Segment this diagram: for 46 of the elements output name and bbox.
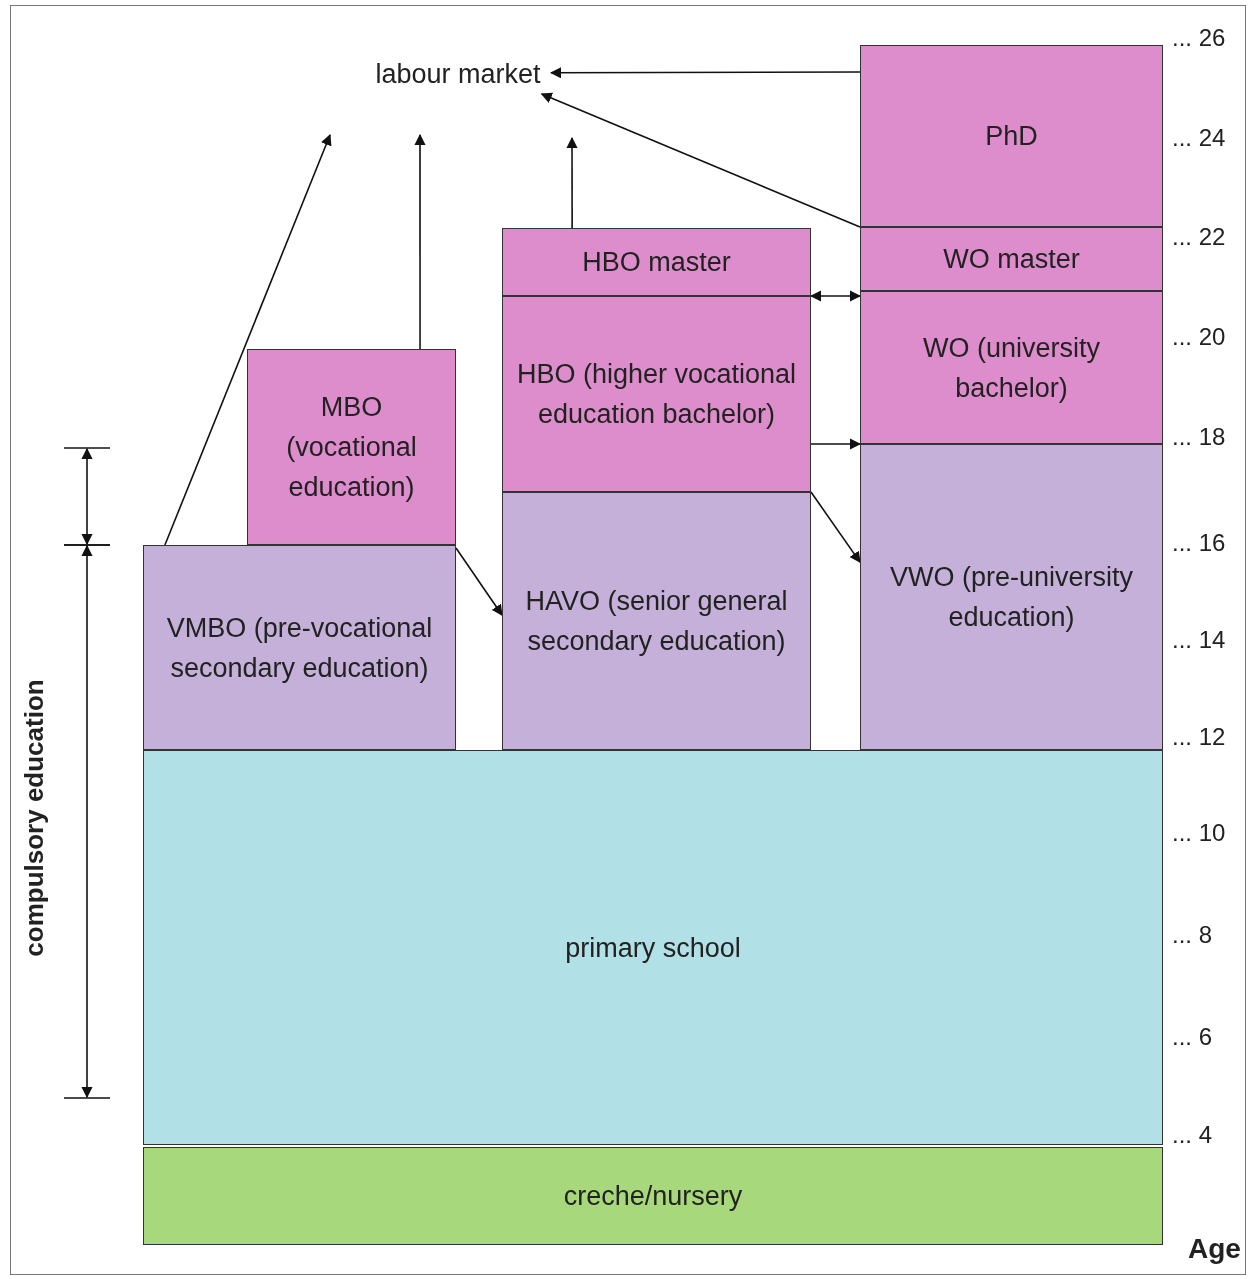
stage-label: WO (university bachelor) <box>922 331 1101 405</box>
education-stage-box <box>860 227 1163 291</box>
axis-label: compulsory education <box>18 678 50 959</box>
stage-label: VWO (pre-university education) <box>888 561 1134 634</box>
age-tick-label: ... 14 <box>1172 626 1226 654</box>
education-stage-box <box>860 444 1163 750</box>
stage-label: HBO (higher vocational education bachelor) <box>515 358 798 431</box>
age-tick-label: ... 24 <box>1172 124 1226 152</box>
age-tick-label: ... 22 <box>1172 223 1226 251</box>
age-tick-label: ... 18 <box>1172 423 1226 451</box>
education-stage-box <box>247 349 456 545</box>
age-tick-label: ... 12 <box>1172 723 1226 751</box>
education-stage-box <box>502 296 811 492</box>
arrow <box>540 92 861 228</box>
arrow <box>809 290 862 302</box>
arrow <box>455 547 503 616</box>
education-stage-box <box>860 291 1163 444</box>
arrow <box>810 491 861 564</box>
education-stage-box <box>143 545 456 750</box>
arrow <box>414 133 426 350</box>
age-tick-label: ... 26 <box>1172 24 1226 52</box>
age-tick-label: ... 16 <box>1172 529 1226 557</box>
stage-label: HBO master <box>581 246 732 279</box>
education-stage-box <box>502 228 811 296</box>
stage-label: PhD <box>984 120 1039 153</box>
age-tick-label: ... 6 <box>1172 1023 1213 1051</box>
stage-label: HAVO (senior general secondary education) <box>524 585 789 658</box>
age-tick-label: ... 4 <box>1172 1121 1213 1149</box>
age-tick-label: ... 10 <box>1172 819 1226 847</box>
education-stage-box <box>860 45 1163 227</box>
arrow <box>164 133 332 546</box>
stage-label: WO master <box>942 243 1081 276</box>
age-tick-label: ... 20 <box>1172 323 1226 351</box>
stage-label: primary school <box>564 931 742 965</box>
stage-label: MBO (vocational education) <box>285 391 418 504</box>
arrow <box>566 136 578 229</box>
destination-label: labour market <box>375 58 541 91</box>
arrow <box>549 67 861 79</box>
axis-label: Age <box>1188 1232 1241 1266</box>
education-stage-box <box>143 750 1163 1145</box>
education-stage-box <box>143 1147 1163 1245</box>
age-tick-label: ... 8 <box>1172 921 1213 949</box>
arrow <box>810 438 862 450</box>
stage-label: VMBO (pre-vocational secondary education) <box>165 611 434 685</box>
education-stage-box <box>502 492 811 750</box>
stage-label: creche/nursery <box>562 1180 744 1213</box>
